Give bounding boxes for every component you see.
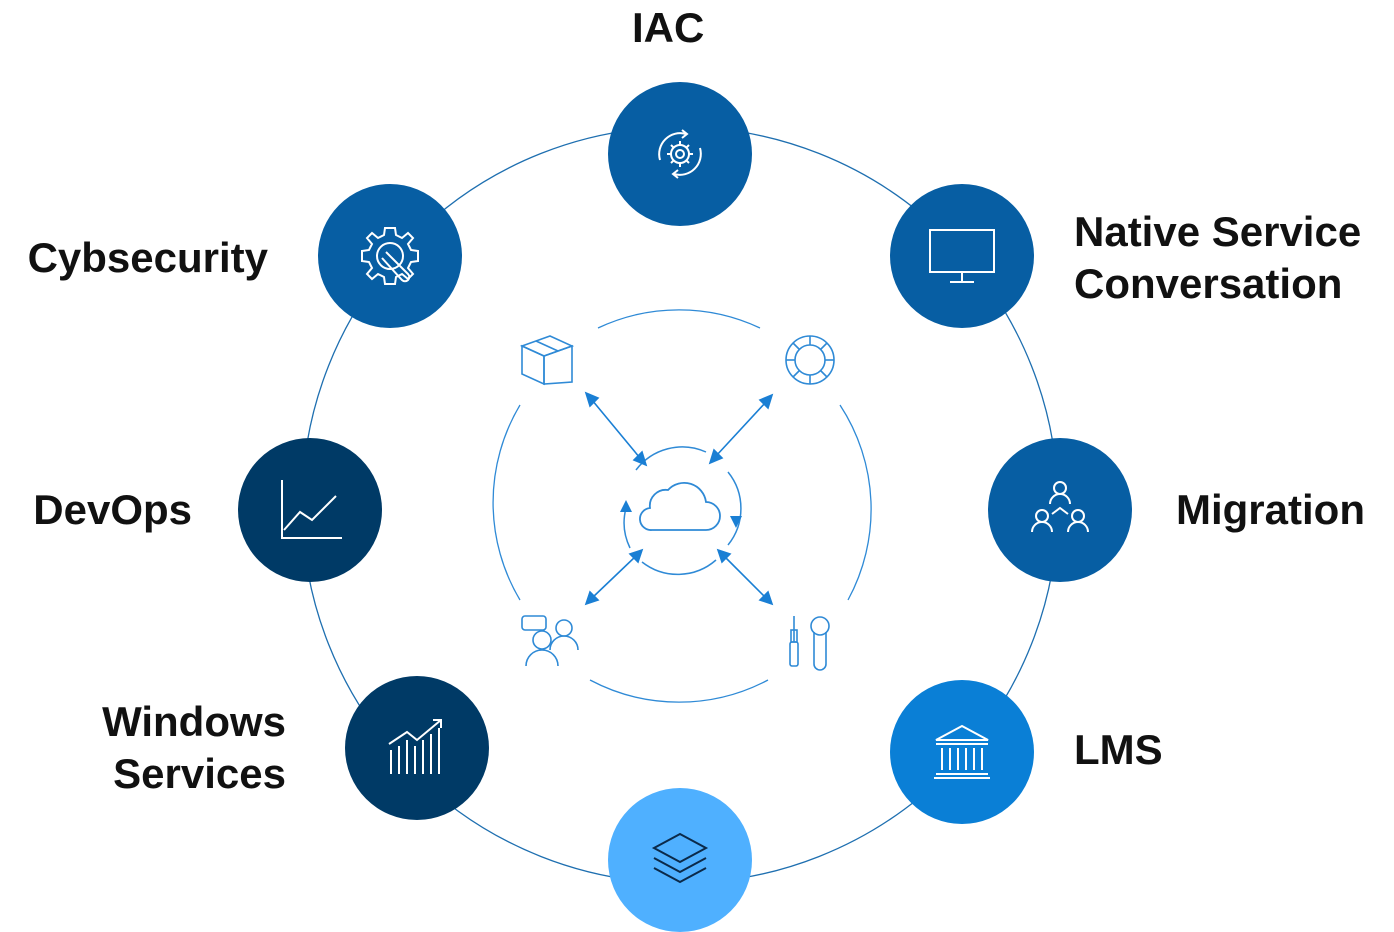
line-chart-icon — [281, 480, 342, 539]
bank-icon — [934, 724, 990, 779]
cloud-cycle-arrowheads — [620, 500, 742, 528]
windows-services-node[interactable] — [345, 676, 489, 820]
label-devops: DevOps — [33, 486, 192, 533]
native-service-node[interactable] — [890, 184, 1034, 328]
layers-node[interactable] — [608, 788, 752, 932]
label-native-line2: Conversation — [1074, 260, 1343, 307]
virus-gear-icon — [785, 335, 835, 385]
migration-node[interactable] — [988, 438, 1132, 582]
label-windows-services: Windows Services — [102, 696, 286, 800]
label-native-service: Native Service Conversation — [1074, 206, 1361, 310]
layers-icon — [651, 832, 709, 884]
monitor-icon — [929, 229, 995, 283]
diagonal-arrows — [584, 391, 774, 606]
label-windows-line1: Windows — [102, 698, 286, 745]
inner-arcs — [492, 309, 872, 703]
tools-icon — [789, 616, 830, 671]
growth-chart-icon — [388, 719, 442, 774]
lms-node[interactable] — [890, 680, 1034, 824]
cybersecurity-node[interactable] — [318, 184, 462, 328]
label-migration: Migration — [1176, 486, 1365, 533]
label-windows-line2: Services — [113, 750, 286, 797]
package-icon — [519, 335, 575, 386]
label-cybersecurity: Cybsecurity — [27, 234, 268, 281]
gear-wrench-icon — [361, 227, 419, 285]
label-lms: LMS — [1074, 726, 1163, 773]
label-native-line1: Native Service — [1074, 208, 1362, 255]
gear-refresh-icon — [658, 129, 702, 179]
people-network-icon — [1031, 481, 1089, 533]
label-iac: IAC — [632, 4, 705, 51]
iac-node[interactable] — [608, 82, 752, 226]
devops-node[interactable] — [238, 438, 382, 582]
cloud-icon — [639, 482, 721, 531]
team-chat-icon — [521, 615, 579, 667]
